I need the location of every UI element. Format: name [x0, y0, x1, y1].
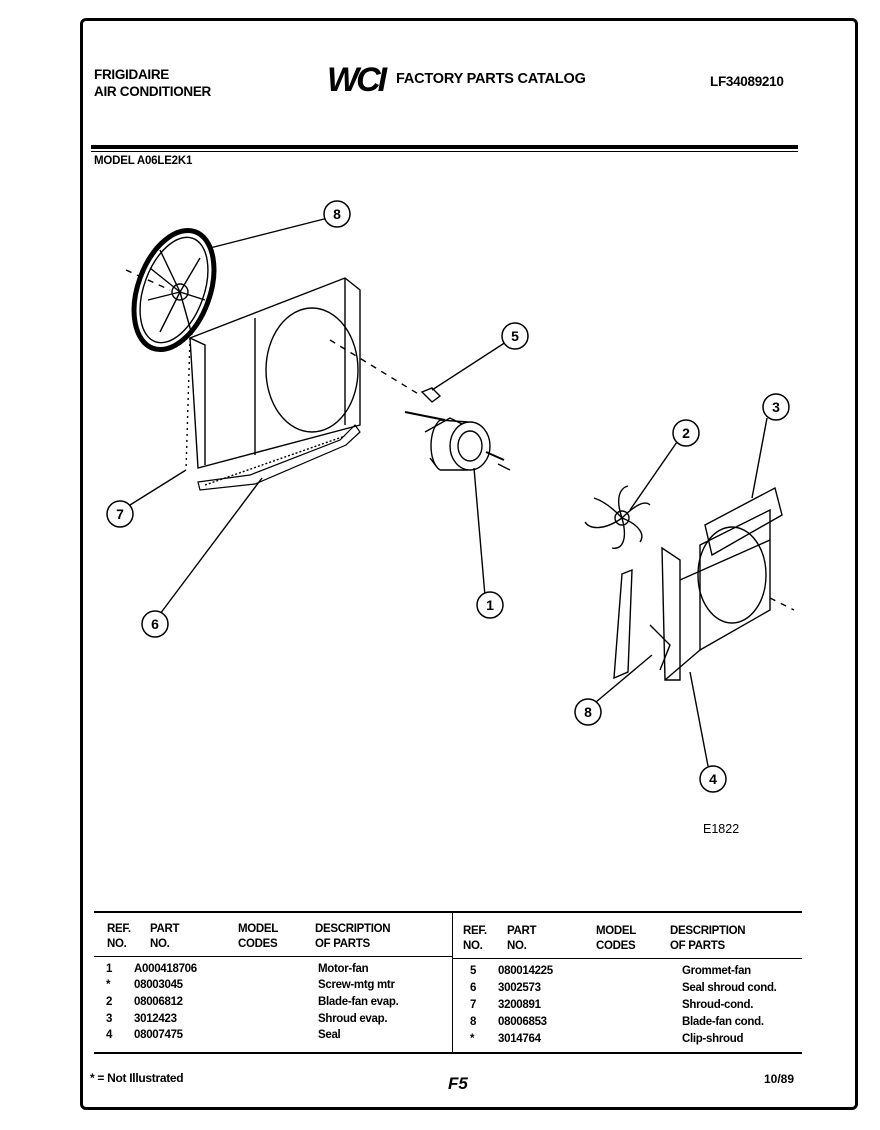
svg-text:8: 8 [584, 704, 592, 720]
callout-1: 1 [476, 591, 504, 619]
svg-text:2: 2 [682, 425, 690, 441]
callout-8-upper: 8 [323, 200, 351, 228]
evaporator-shroud-drawing [649, 486, 783, 681]
table-header-rule-right [453, 958, 802, 959]
catalog-header: WCI FACTORY PARTS CATALOG [326, 62, 586, 96]
svg-text:3: 3 [772, 399, 780, 415]
callout-5: 5 [501, 322, 529, 350]
not-illustrated-note: * = Not Illustrated [90, 1071, 184, 1085]
callout-7: 7 [106, 500, 134, 528]
svg-text:1: 1 [486, 597, 494, 613]
page-code: F5 [448, 1074, 468, 1093]
product-type: AIR CONDITIONER [94, 84, 212, 99]
svg-text:6: 6 [151, 616, 159, 632]
header-ref-no-right: REF.NO. [463, 925, 487, 952]
table-bottom-rule [94, 1052, 802, 1054]
model-number: MODEL A06LE2K1 [94, 155, 193, 167]
brand-block: FRIGIDAIRE AIR CONDITIONER [94, 66, 211, 100]
catalog-title: FACTORY PARTS CATALOG [396, 71, 586, 87]
callout-6: 6 [141, 610, 169, 638]
header-rule [91, 145, 798, 149]
lower-seal-drawing [613, 568, 633, 680]
condenser-fan-blade-drawing [131, 227, 217, 353]
callout-2: 2 [672, 419, 700, 447]
publication-date: 10/89 [764, 1072, 795, 1086]
svg-text:7: 7 [116, 506, 124, 522]
callout-8-lower: 8 [574, 698, 602, 726]
condenser-shroud-drawing [185, 277, 361, 471]
page-border [80, 18, 858, 1110]
svg-text:4: 4 [709, 771, 717, 787]
svg-text:WCI: WCI [327, 62, 389, 96]
table-column-separator [452, 912, 453, 1052]
document-number: LF34089210 [710, 74, 784, 89]
fan-motor-drawing [404, 387, 505, 471]
table-top-rule [94, 911, 802, 913]
header-ref-no: REF.NO. [107, 923, 131, 950]
header-rule-thin [91, 151, 798, 152]
seal-drawing [197, 424, 361, 491]
callout-4: 4 [699, 765, 727, 793]
wci-logo-icon: WCI [327, 62, 390, 96]
brand-name: FRIGIDAIRE [94, 67, 170, 82]
table-header-rule-left [94, 956, 452, 957]
evaporator-fan-blade-drawing [584, 485, 651, 549]
svg-text:8: 8 [333, 206, 341, 222]
figure-id: E1822 [703, 822, 740, 836]
svg-text:5: 5 [511, 328, 519, 344]
callout-3: 3 [762, 393, 790, 421]
